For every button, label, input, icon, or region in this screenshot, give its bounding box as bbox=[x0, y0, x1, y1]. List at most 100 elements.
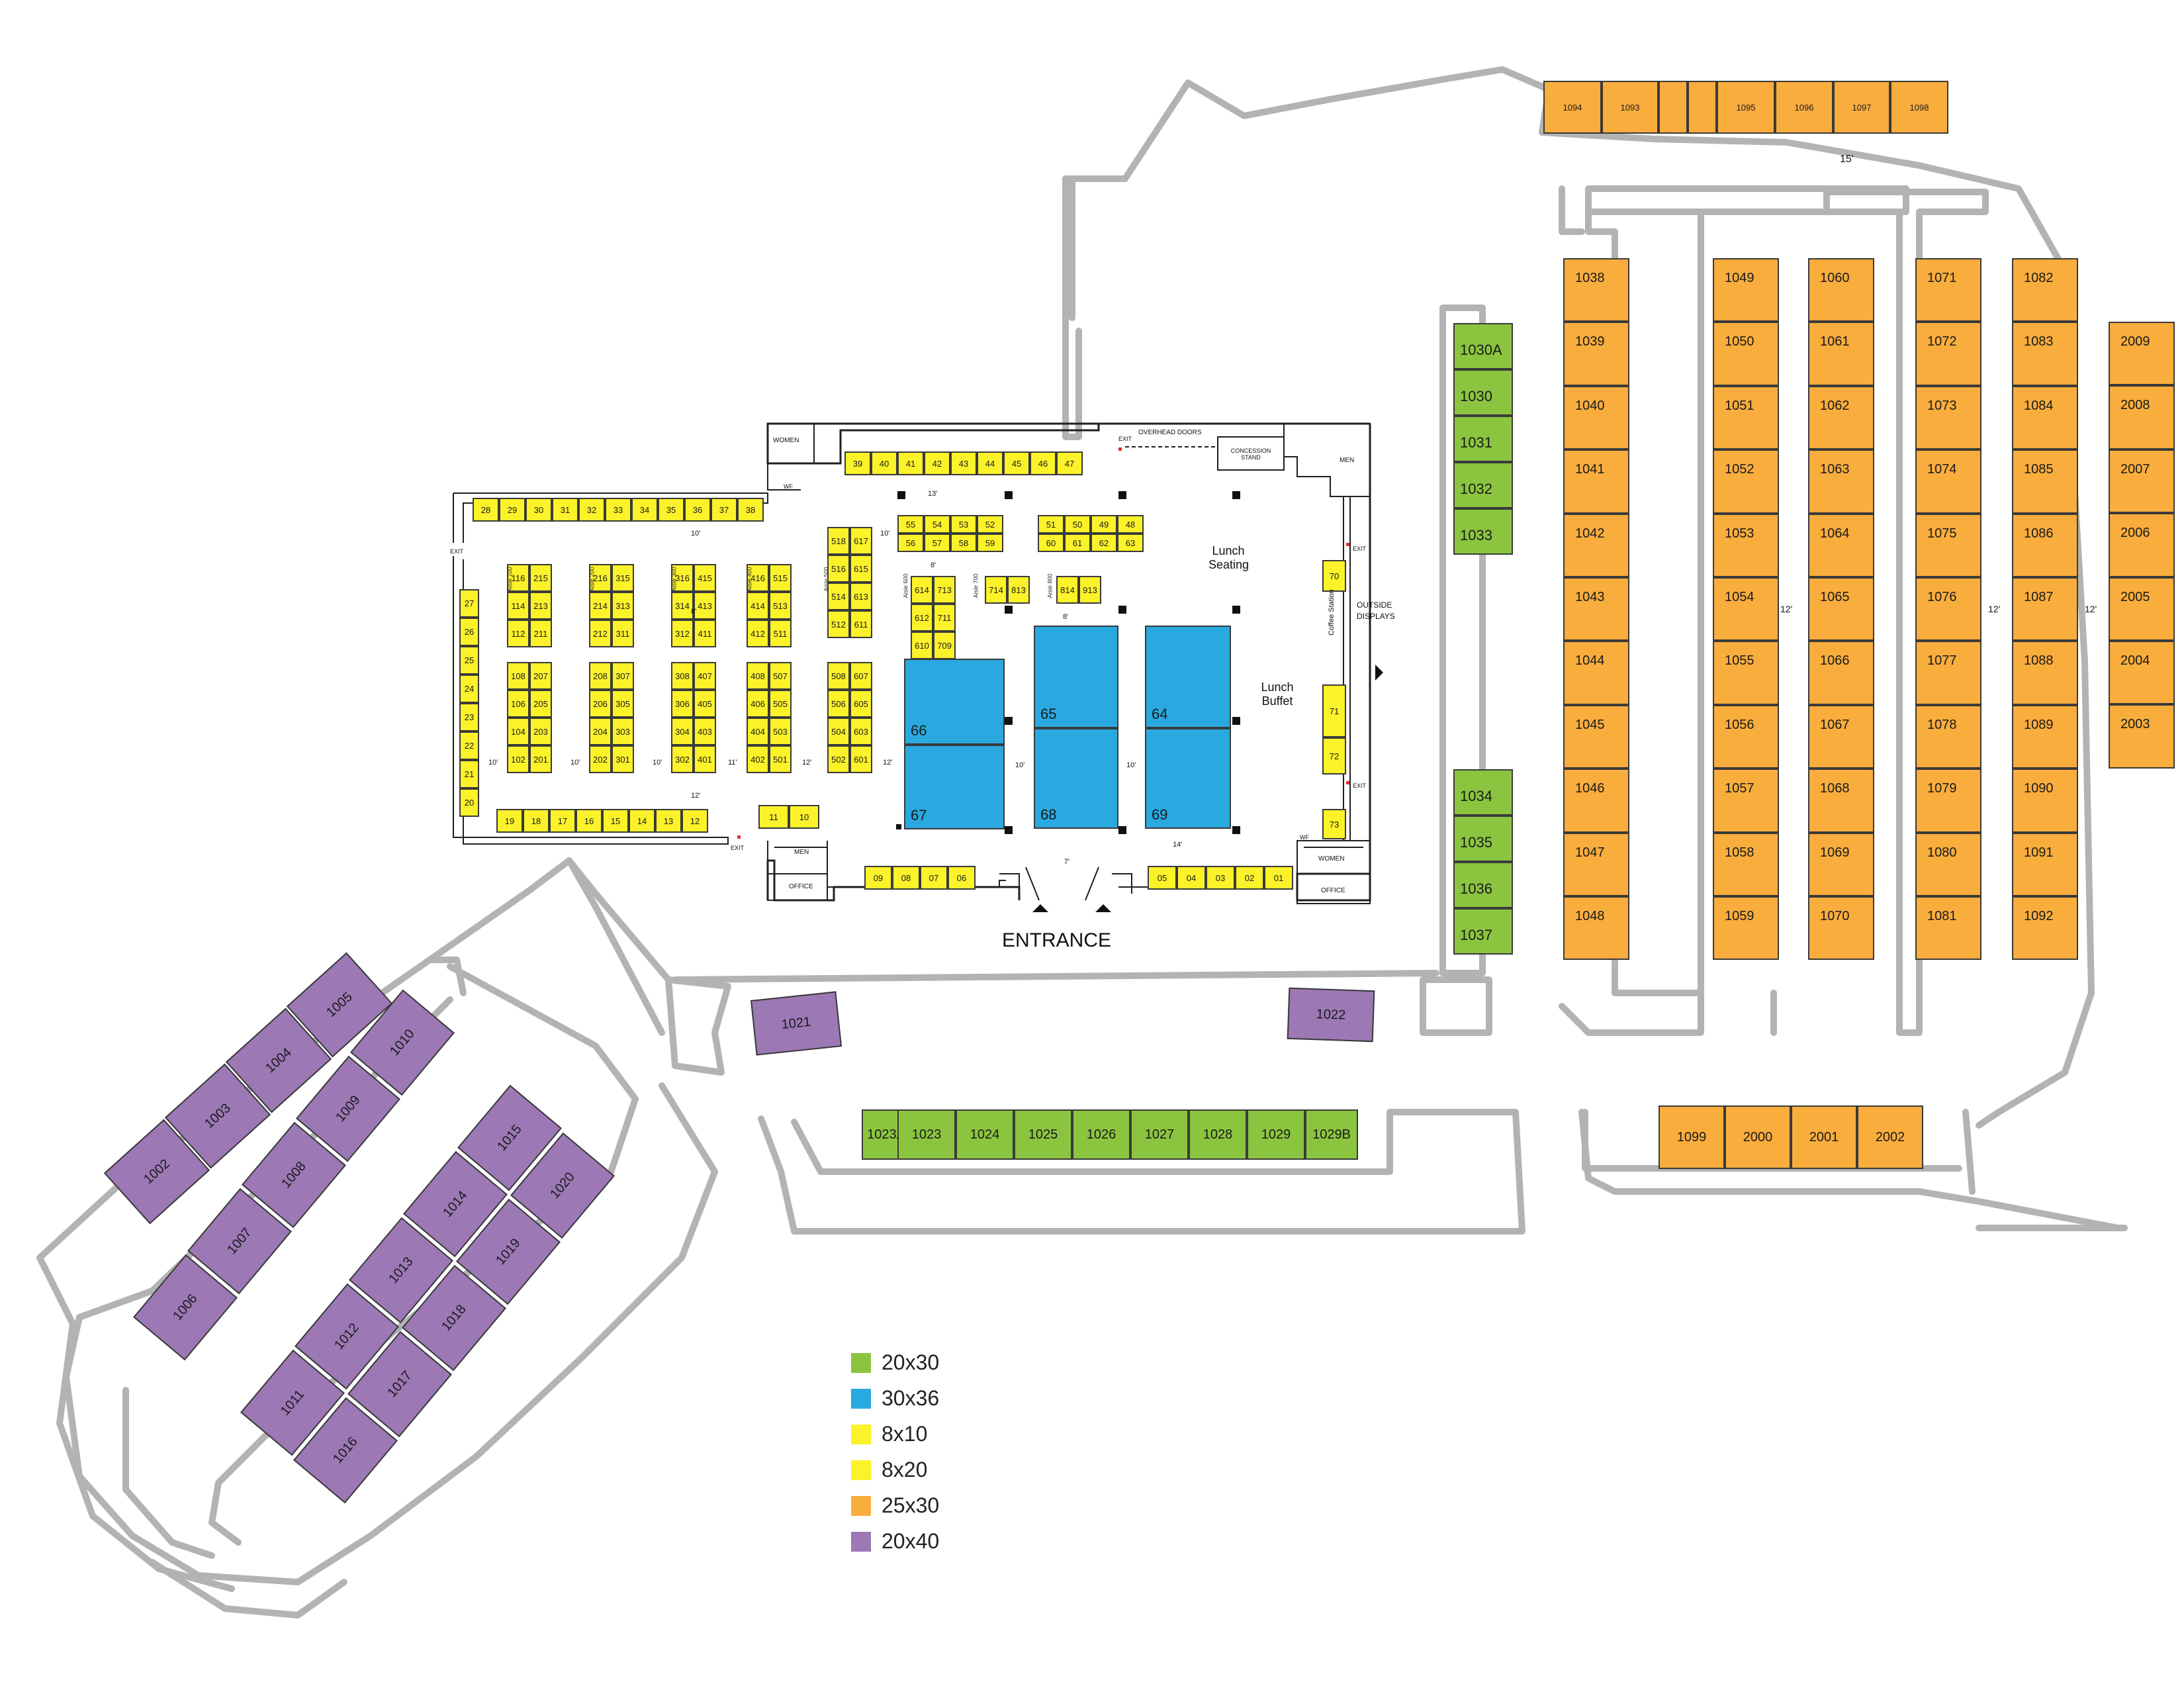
booth[interactable]: 402 bbox=[747, 745, 769, 773]
booth[interactable]: 1037 bbox=[1453, 908, 1513, 955]
booth[interactable]: 108 bbox=[507, 662, 529, 690]
booth[interactable]: 401 bbox=[694, 745, 716, 773]
booth[interactable]: 52 bbox=[977, 515, 1003, 534]
booth[interactable]: 1072 bbox=[1915, 322, 1981, 386]
booth[interactable]: 404 bbox=[747, 718, 769, 745]
booth[interactable]: 67 bbox=[904, 745, 1005, 829]
booth[interactable]: 1021 bbox=[750, 991, 842, 1056]
booth[interactable]: 1044 bbox=[1563, 641, 1629, 705]
booth[interactable]: 73 bbox=[1322, 809, 1346, 839]
booth[interactable]: 03 bbox=[1206, 866, 1235, 890]
booth[interactable]: 2006 bbox=[2109, 513, 2175, 577]
booth[interactable]: 1040 bbox=[1563, 385, 1629, 450]
booth[interactable]: 1067 bbox=[1808, 704, 1874, 769]
booth[interactable]: 1069 bbox=[1808, 832, 1874, 896]
booth[interactable]: 514 bbox=[827, 583, 850, 610]
booth[interactable]: 48 bbox=[1117, 515, 1144, 534]
booth[interactable]: 1066 bbox=[1808, 641, 1874, 705]
booth[interactable]: 1078 bbox=[1915, 704, 1981, 769]
booth[interactable]: 208 bbox=[589, 662, 612, 690]
booth[interactable]: 1068 bbox=[1808, 769, 1874, 833]
booth[interactable]: 1030 bbox=[1453, 369, 1513, 416]
booth[interactable]: 504 bbox=[827, 718, 850, 745]
booth[interactable]: 1024 bbox=[956, 1109, 1014, 1160]
booth[interactable]: 31 bbox=[552, 498, 578, 522]
booth[interactable]: 1074 bbox=[1915, 449, 1981, 514]
booth[interactable]: 25 bbox=[459, 646, 479, 675]
booth[interactable]: 211 bbox=[529, 620, 552, 647]
booth[interactable]: 63 bbox=[1117, 534, 1144, 552]
booth[interactable]: 203 bbox=[529, 718, 552, 745]
booth[interactable]: 611 bbox=[850, 610, 872, 638]
booth[interactable]: 2003 bbox=[2109, 704, 2175, 769]
booth[interactable]: 64 bbox=[1145, 626, 1231, 728]
booth[interactable]: 307 bbox=[612, 662, 634, 690]
booth[interactable]: 22 bbox=[459, 731, 479, 760]
booth[interactable]: 412 bbox=[747, 620, 769, 647]
booth[interactable]: 1095 bbox=[1717, 81, 1775, 134]
booth[interactable]: 711 bbox=[933, 604, 956, 632]
booth[interactable]: 26 bbox=[459, 618, 479, 646]
booth[interactable]: 10 bbox=[789, 805, 819, 829]
booth[interactable]: 24 bbox=[459, 675, 479, 703]
booth[interactable]: 311 bbox=[612, 620, 634, 647]
booth[interactable]: 503 bbox=[769, 718, 792, 745]
booth[interactable]: 612 bbox=[911, 604, 933, 632]
booth[interactable]: 205 bbox=[529, 690, 552, 718]
booth[interactable]: 65 bbox=[1034, 626, 1118, 728]
booth[interactable]: 315 bbox=[612, 564, 634, 592]
booth[interactable] bbox=[1688, 81, 1717, 134]
booth[interactable]: 44 bbox=[977, 451, 1003, 475]
booth[interactable]: 1035 bbox=[1453, 816, 1513, 862]
booth[interactable]: 45 bbox=[1003, 451, 1030, 475]
booth[interactable]: 1060 bbox=[1808, 258, 1874, 322]
booth[interactable]: 207 bbox=[529, 662, 552, 690]
booth[interactable]: 507 bbox=[769, 662, 792, 690]
booth[interactable]: 1033 bbox=[1453, 508, 1513, 555]
booth[interactable]: 41 bbox=[897, 451, 924, 475]
booth[interactable]: 2004 bbox=[2109, 641, 2175, 705]
booth[interactable]: 21 bbox=[459, 760, 479, 788]
booth[interactable]: 713 bbox=[933, 576, 956, 604]
booth[interactable]: 1034 bbox=[1453, 769, 1513, 816]
booth[interactable]: 518 bbox=[827, 527, 850, 555]
booth[interactable]: 216 bbox=[589, 564, 612, 592]
booth[interactable]: 1092 bbox=[2012, 896, 2078, 961]
booth[interactable]: 1032 bbox=[1453, 462, 1513, 508]
booth[interactable]: 1053 bbox=[1713, 513, 1779, 577]
booth[interactable]: 2002 bbox=[1857, 1105, 1923, 1169]
booth[interactable]: 17 bbox=[549, 809, 576, 833]
booth[interactable]: 1088 bbox=[2012, 641, 2078, 705]
booth[interactable]: 202 bbox=[589, 745, 612, 773]
booth[interactable]: 1028 bbox=[1189, 1109, 1247, 1160]
booth[interactable]: 1097 bbox=[1833, 81, 1890, 134]
booth[interactable]: 1041 bbox=[1563, 449, 1629, 514]
booth[interactable]: 415 bbox=[694, 564, 716, 592]
booth[interactable]: 1093 bbox=[1602, 81, 1659, 134]
booth[interactable]: 56 bbox=[897, 534, 924, 552]
booth[interactable]: 09 bbox=[864, 866, 892, 890]
booth[interactable]: 511 bbox=[769, 620, 792, 647]
booth[interactable]: 313 bbox=[612, 592, 634, 620]
booth[interactable]: 1076 bbox=[1915, 577, 1981, 641]
booth[interactable]: 615 bbox=[850, 555, 872, 583]
booth[interactable]: 206 bbox=[589, 690, 612, 718]
booth[interactable]: 304 bbox=[671, 718, 694, 745]
booth[interactable]: 71 bbox=[1322, 684, 1346, 737]
booth[interactable]: 502 bbox=[827, 745, 850, 773]
booth[interactable]: 403 bbox=[694, 718, 716, 745]
booth[interactable]: 305 bbox=[612, 690, 634, 718]
booth[interactable]: 69 bbox=[1145, 728, 1231, 829]
booth[interactable]: 1063 bbox=[1808, 449, 1874, 514]
booth[interactable]: 1025 bbox=[1014, 1109, 1072, 1160]
booth[interactable]: 43 bbox=[950, 451, 977, 475]
booth[interactable]: 1055 bbox=[1713, 641, 1779, 705]
booth[interactable]: 1048 bbox=[1563, 896, 1629, 961]
booth[interactable]: 42 bbox=[924, 451, 950, 475]
booth[interactable]: 12 bbox=[682, 809, 708, 833]
booth[interactable]: 1026 bbox=[1072, 1109, 1130, 1160]
booth[interactable]: 66 bbox=[904, 659, 1005, 745]
booth[interactable]: 405 bbox=[694, 690, 716, 718]
booth[interactable]: 1099 bbox=[1659, 1105, 1725, 1169]
booth[interactable]: 614 bbox=[911, 576, 933, 604]
